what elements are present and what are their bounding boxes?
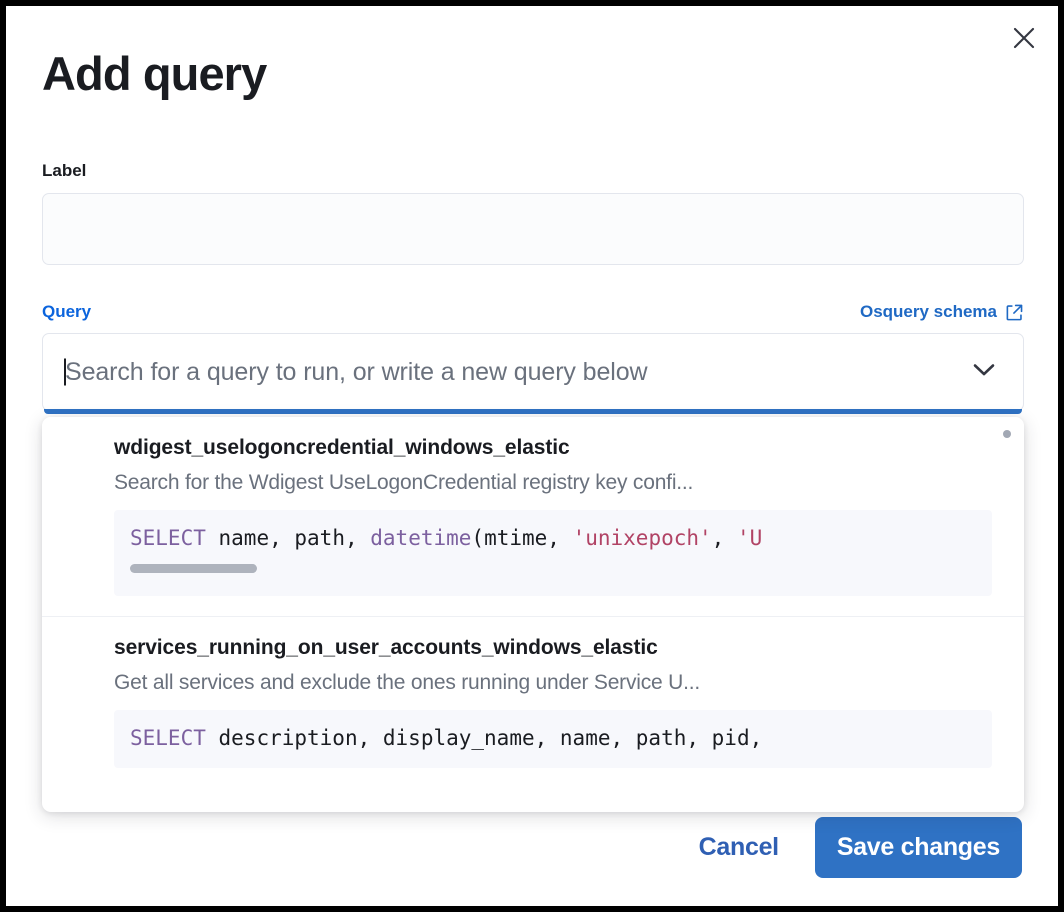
code-token: , (547, 525, 573, 550)
code-token: name (218, 525, 270, 550)
code-token: SELECT (130, 525, 206, 550)
code-token: ( (471, 525, 485, 550)
code-scrollbar-thumb[interactable] (130, 564, 257, 574)
dropdown-scrollbar[interactable] (1003, 430, 1011, 439)
query-suggestion-item[interactable]: services_running_on_user_accounts_window… (42, 616, 1024, 789)
text-caret (64, 358, 66, 386)
code-token: path (294, 525, 345, 550)
query-suggestion-title: services_running_on_user_accounts_window… (114, 636, 658, 660)
osquery-schema-link-label: Osquery schema (859, 302, 997, 322)
code-block-padding (130, 752, 992, 768)
external-link-icon (1005, 303, 1024, 322)
code-token: , (534, 725, 560, 750)
query-suggestion-code: SELECT name, path, datetime(mtime, 'unix… (114, 509, 992, 597)
page-title: Add query (42, 47, 267, 100)
code-token (206, 526, 219, 550)
cancel-button[interactable]: Cancel (685, 823, 793, 872)
save-changes-button[interactable]: Save changes (814, 817, 1022, 878)
query-suggestion-title: wdigest_uselogoncredential_windows_elast… (114, 436, 570, 460)
code-token (206, 726, 219, 750)
close-button[interactable] (1004, 18, 1044, 58)
query-field-label[interactable]: Query (42, 302, 92, 322)
close-icon (1011, 25, 1037, 51)
code-token: , (269, 525, 295, 550)
osquery-schema-link[interactable]: Osquery schema (860, 302, 1024, 322)
query-suggestion-description: Search for the Wdigest UseLogonCredentia… (114, 470, 694, 494)
code-token: display_name (382, 725, 535, 750)
query-suggestion-description: Get all services and exclude the ones ru… (114, 670, 701, 694)
query-suggestion-code: SELECT description, display_name, name, … (114, 709, 992, 769)
chevron-down-icon[interactable] (969, 360, 999, 385)
query-header: Query Osquery schema (42, 302, 1024, 322)
code-token: description (218, 725, 358, 750)
code-token: , (711, 525, 737, 550)
query-suggestion-item[interactable]: wdigest_uselogoncredential_windows_elast… (42, 417, 1024, 617)
query-suggestions-list: wdigest_uselogoncredential_windows_elast… (42, 417, 1024, 789)
query-combobox-wrap: Search for a query to run, or write a ne… (42, 333, 1024, 813)
code-token: name (559, 725, 611, 750)
code-line: SELECT name, path, datetime(mtime, 'unix… (130, 524, 992, 552)
query-combobox[interactable]: Search for a query to run, or write a ne… (42, 333, 1024, 415)
form-area: Label Query Osquery schema (42, 161, 1024, 813)
label-input[interactable] (42, 193, 1024, 266)
code-token: , (749, 725, 763, 750)
code-token: 'U (736, 525, 763, 550)
code-token: , (344, 525, 371, 550)
code-line: SELECT description, display_name, name, … (130, 724, 992, 752)
query-combobox-placeholder: Search for a query to run, or write a ne… (65, 357, 648, 386)
combobox-focus-underline (44, 409, 1022, 415)
modal-footer: Cancel Save changes (685, 817, 1022, 878)
label-field-label: Label (42, 161, 87, 180)
code-token: , (686, 725, 712, 750)
code-token: mtime (484, 525, 548, 550)
code-token: , (610, 725, 636, 750)
code-horizontal-scrollbar[interactable] (130, 552, 992, 596)
code-token: path (635, 725, 687, 750)
code-token: pid (711, 725, 750, 750)
code-token: 'unixepoch' (572, 525, 712, 550)
query-suggestions-dropdown: wdigest_uselogoncredential_windows_elast… (42, 417, 1024, 813)
code-token: , (357, 725, 383, 750)
code-token: datetime (370, 525, 472, 550)
add-query-modal: Add query Label Query Osquery schema (6, 6, 1058, 906)
code-token: SELECT (130, 725, 206, 750)
